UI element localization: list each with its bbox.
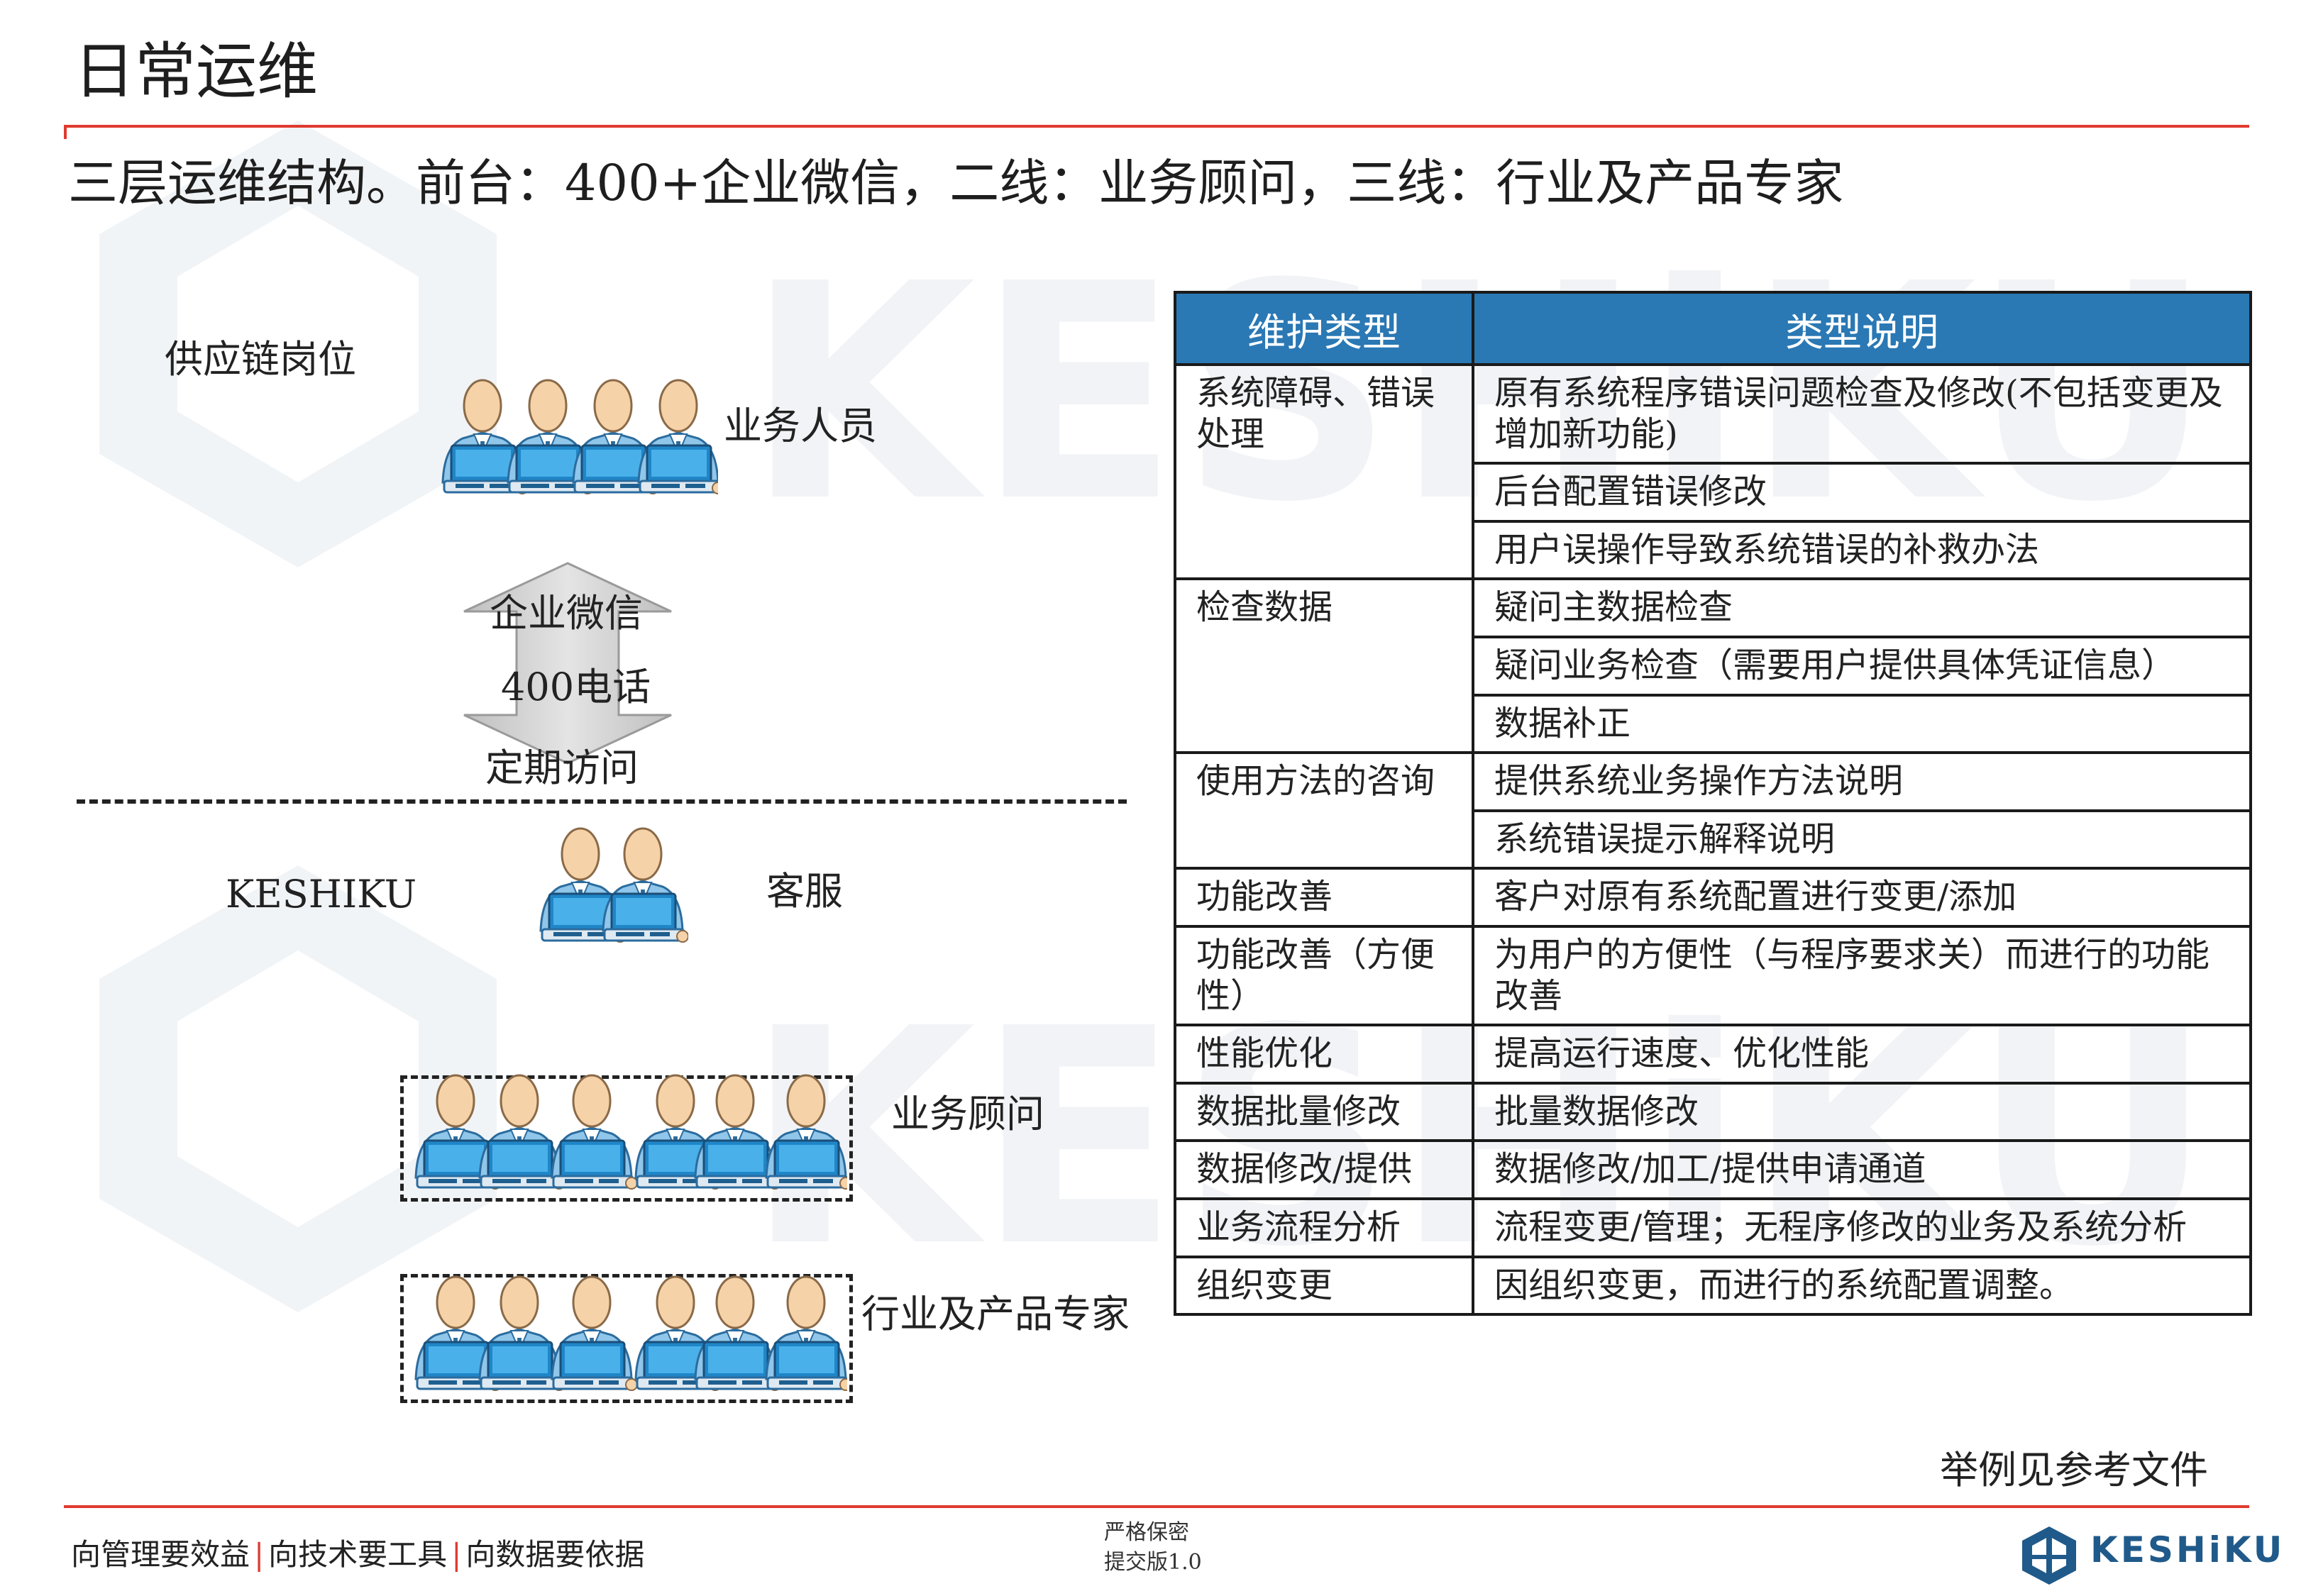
maintenance-type-table: 维护类型 类型说明 系统障碍、错误处理 原有系统程序错误问题检查及修改(不包括变… (1174, 291, 2252, 1317)
footer-confidential: 严格保密 提交版1.0 (1104, 1518, 1202, 1578)
table-row: 组织变更 因组织变更，而进行的系统配置调整。 (1174, 1255, 2252, 1317)
table-row: 疑问业务检查（需要用户提供具体凭证信息） (1175, 635, 2252, 697)
type-cell: 性能优化 (1174, 1024, 1474, 1085)
slogan-management: 向管理要效益 (71, 1537, 250, 1572)
business-staff-label: 业务人员 (724, 404, 877, 448)
footer-divider (64, 1505, 2249, 1508)
table-row: 系统障碍、错误处理 原有系统程序错误问题检查及修改(不包括变更及增加新功能) (1174, 362, 2252, 581)
keshiku-label: KESHIKU (226, 872, 417, 916)
arrow-label-phone: 400电话 (501, 665, 651, 709)
slogan-data: 向数据要依据 (465, 1537, 645, 1572)
table-header-row: 维护类型 类型说明 (1174, 291, 2252, 366)
supply-chain-label: 供应链岗位 (165, 337, 356, 382)
slogan-separator: | (254, 1537, 265, 1572)
consultant-group (414, 1074, 847, 1190)
table-row: 性能优化 提高运行速度、优化性能 (1174, 1024, 2252, 1085)
description-cell: 提供系统业务操作方法说明 (1472, 751, 2252, 812)
type-cell: 使用方法的咨询 (1174, 751, 1474, 870)
type-cell: 功能改善（方便性） (1174, 924, 1474, 1027)
table-row: 系统错误提示解释说明 (1175, 809, 2252, 870)
description-cell: 原有系统程序错误问题检查及修改(不包括变更及增加新功能) (1472, 362, 2252, 465)
description-cell: 客户对原有系统配置进行变更/添加 (1472, 867, 2252, 928)
description-cell: 疑问业务检查（需要用户提供具体凭证信息） (1472, 635, 2252, 697)
confidential-label: 严格保密 (1104, 1520, 1189, 1545)
page-subtitle: 三层运维结构。前台：400+企业微信，二线：业务顾问，三线：行业及产品专家 (68, 154, 1844, 212)
table-row: 功能改善（方便性） 为用户的方便性（与程序要求关）而进行的功能改善 (1174, 924, 2252, 1027)
consultant-label: 业务顾问 (891, 1092, 1044, 1136)
expert-label: 行业及产品专家 (861, 1292, 1130, 1336)
table-row: 用户误操作导致系统错误的补救办法 (1175, 519, 2252, 581)
person-at-laptop-icon (551, 1275, 639, 1392)
table-row: 业务流程分析 流程变更/管理；无程序修改的业务及系统分析 (1174, 1197, 2252, 1258)
double-arrow-icon (463, 562, 672, 765)
type-cell: 系统障碍、错误处理 (1174, 362, 1474, 581)
slogan-technology: 向技术要工具 (268, 1537, 448, 1572)
expert-group (414, 1275, 847, 1392)
description-cell: 数据修改/加工/提供申请通道 (1472, 1139, 2252, 1200)
type-cell: 数据批量修改 (1174, 1081, 1474, 1143)
type-cell: 业务流程分析 (1174, 1197, 1474, 1258)
arrow-label-visit: 定期访问 (485, 746, 639, 790)
page-title: 日常运维 (74, 36, 318, 107)
description-cell: 疑问主数据检查 (1472, 577, 2252, 638)
consultant-group-box (400, 1075, 853, 1202)
business-staff-group (441, 379, 718, 495)
table-row: 使用方法的咨询 提供系统业务操作方法说明 (1174, 751, 2252, 870)
person-at-laptop-icon (602, 827, 688, 943)
description-cell: 系统错误提示解释说明 (1472, 809, 2252, 870)
title-underline-tick (64, 125, 67, 139)
table-row: 数据批量修改 批量数据修改 (1174, 1081, 2252, 1143)
person-at-laptop-icon (551, 1074, 639, 1190)
logo-text: KESHiKU (2090, 1529, 2285, 1570)
type-cell: 数据修改/提供 (1174, 1139, 1474, 1200)
person-at-laptop-icon (765, 1275, 847, 1392)
description-cell: 为用户的方便性（与程序要求关）而进行的功能改善 (1472, 924, 2252, 1027)
type-cell: 检查数据 (1174, 577, 1474, 755)
customer-service-group (539, 827, 688, 943)
version-label: 提交版1.0 (1104, 1550, 1202, 1575)
footer-slogans: 向管理要效益|向技术要工具|向数据要依据 (71, 1531, 644, 1574)
description-cell: 数据补正 (1472, 693, 2252, 755)
table-row: 检查数据 疑问主数据检查 (1174, 577, 2252, 755)
title-underline (64, 125, 2249, 128)
dashed-divider (77, 799, 1127, 804)
description-cell: 用户误操作导致系统错误的补救办法 (1472, 519, 2252, 581)
column-header-description: 类型说明 (1472, 291, 2252, 366)
slogan-separator: | (451, 1537, 462, 1572)
keshiku-logo-icon (2022, 1526, 2076, 1585)
type-cell: 功能改善 (1174, 867, 1474, 928)
description-cell: 因组织变更，而进行的系统配置调整。 (1472, 1255, 2252, 1317)
expert-group-box (400, 1274, 853, 1403)
arrow-label-wechat: 企业微信 (490, 591, 643, 636)
table-row: 数据补正 (1175, 693, 2252, 755)
reference-note: 举例见参考文件 (1940, 1448, 2208, 1492)
column-header-type: 维护类型 (1174, 291, 1474, 366)
table-row: 功能改善 客户对原有系统配置进行变更/添加 (1174, 867, 2252, 928)
customer-service-label: 客服 (766, 869, 843, 914)
table-row: 数据修改/提供 数据修改/加工/提供申请通道 (1174, 1139, 2252, 1200)
table-row: 后台配置错误修改 (1175, 462, 2252, 523)
description-cell: 后台配置错误修改 (1472, 462, 2252, 523)
description-cell: 批量数据修改 (1472, 1081, 2252, 1143)
person-at-laptop-icon (637, 379, 718, 495)
person-at-laptop-icon (765, 1074, 847, 1190)
description-cell: 提高运行速度、优化性能 (1472, 1024, 2252, 1085)
description-cell: 流程变更/管理；无程序修改的业务及系统分析 (1472, 1197, 2252, 1258)
type-cell: 组织变更 (1174, 1255, 1474, 1317)
